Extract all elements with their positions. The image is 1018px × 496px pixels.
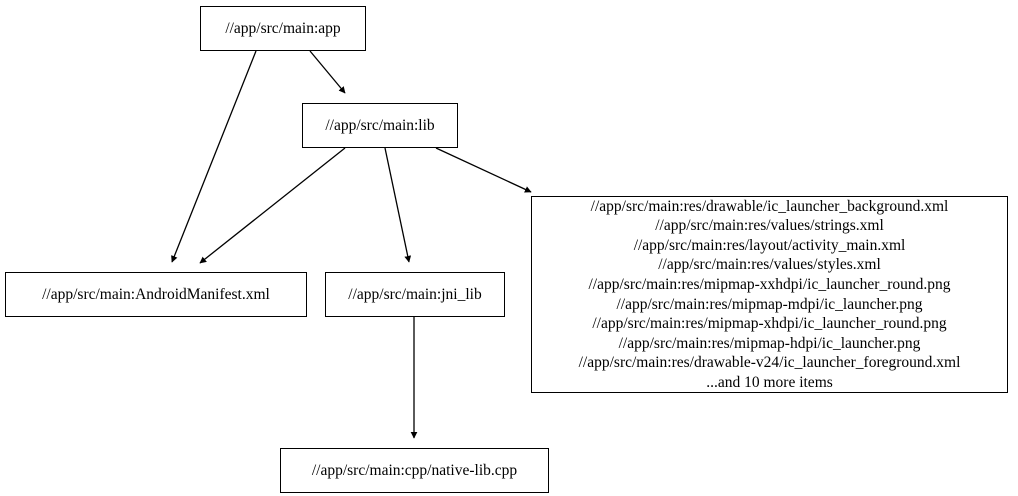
graph-node-lib[interactable]: //app/src/main:lib	[302, 103, 458, 148]
graph-node-android-manifest-label: //app/src/main:AndroidManifest.xml	[42, 285, 270, 303]
graph-node-res-group[interactable]: //app/src/main:res/drawable/ic_launcher_…	[531, 196, 1008, 393]
graph-node-lib-label: //app/src/main:lib	[325, 116, 435, 134]
edge-app-to-lib	[309, 50, 346, 94]
edge-app-to-manifest	[171, 50, 257, 263]
graph-node-app[interactable]: //app/src/main:app	[200, 6, 366, 51]
graph-node-native-lib-cpp-label: //app/src/main:cpp/native-lib.cpp	[311, 461, 518, 479]
graph-node-native-lib-cpp[interactable]: //app/src/main:cpp/native-lib.cpp	[280, 448, 549, 493]
graph-node-jni-lib-label: //app/src/main:jni_lib	[348, 285, 482, 303]
graph-node-res-group-label: //app/src/main:res/drawable/ic_launcher_…	[578, 197, 961, 391]
edge-lib-to-manifest	[199, 147, 346, 264]
edge-lib-to-jni-lib	[384, 147, 412, 263]
graph-node-jni-lib[interactable]: //app/src/main:jni_lib	[325, 272, 505, 317]
edge-lib-to-res-group	[435, 147, 532, 193]
graph-node-android-manifest[interactable]: //app/src/main:AndroidManifest.xml	[5, 272, 307, 317]
graph-node-app-label: //app/src/main:app	[225, 19, 341, 37]
